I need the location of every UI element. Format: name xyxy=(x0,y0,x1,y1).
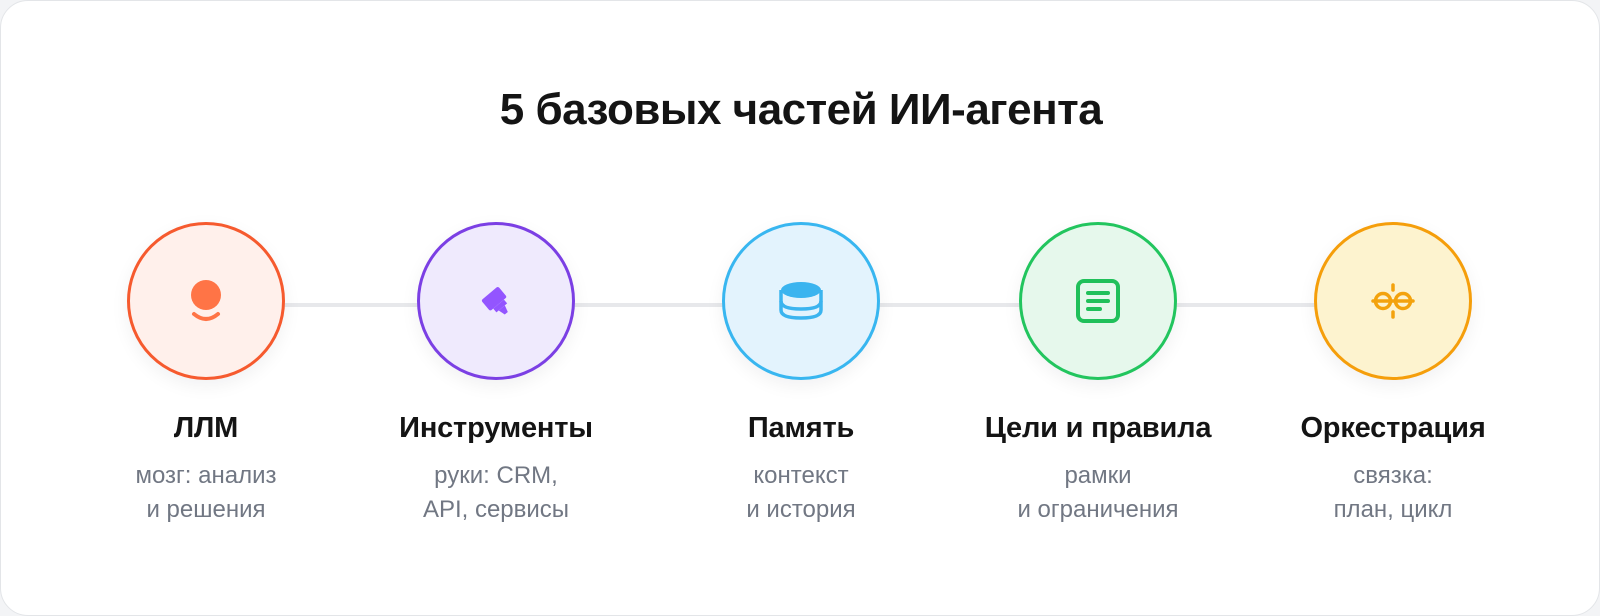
part-llm: ЛЛМ мозг: анализ и решения xyxy=(56,222,356,527)
part-label: ЛЛМ xyxy=(173,412,239,444)
part-description: руки: CRM, API, сервисы xyxy=(422,462,570,523)
part-goals-rules-circle xyxy=(1019,222,1177,380)
wrench-icon xyxy=(474,279,518,323)
part-tools: Инструменты руки: CRM, API, сервисы xyxy=(346,222,646,527)
brain-icon xyxy=(184,277,228,325)
part-orchestration-circle xyxy=(1314,222,1472,380)
part-description: мозг: анализ и решения xyxy=(135,462,277,523)
link-icon xyxy=(1369,281,1417,321)
database-icon xyxy=(777,280,825,322)
part-label: Цели и правила xyxy=(984,412,1212,444)
part-label: Оркестрация xyxy=(1300,412,1486,444)
part-description: рамки и ограничения xyxy=(1017,462,1179,523)
checklist-icon xyxy=(1075,278,1121,324)
part-llm-circle xyxy=(127,222,285,380)
part-orchestration: Оркестрация связка: план, цикл xyxy=(1243,222,1543,527)
part-label: Память xyxy=(747,412,855,444)
part-memory: Память контекст и история xyxy=(651,222,951,527)
part-memory-circle xyxy=(722,222,880,380)
part-label: Инструменты xyxy=(399,412,593,444)
diagram-title: 5 базовых частей ИИ-агента xyxy=(499,85,1103,134)
part-tools-circle xyxy=(417,222,575,380)
part-goals-rules: Цели и правила рамки и ограничения xyxy=(948,222,1248,527)
part-description: контекст и история xyxy=(746,462,856,523)
part-description: связка: план, цикл xyxy=(1333,462,1453,523)
